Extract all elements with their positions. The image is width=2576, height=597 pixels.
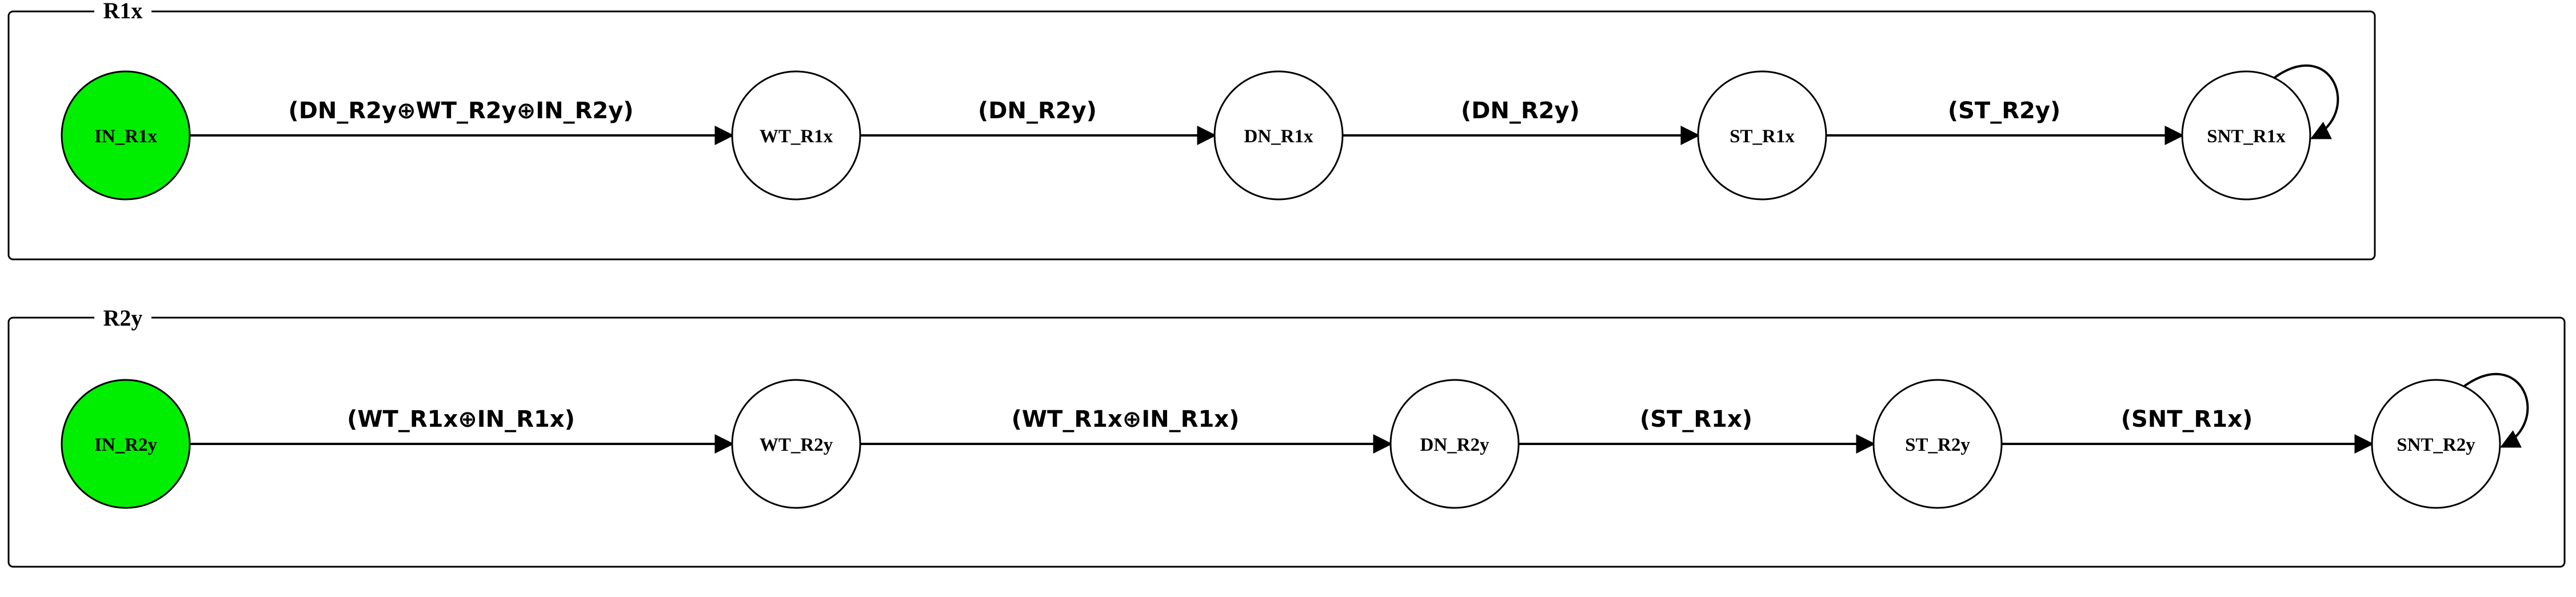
- state-label: SNT_R1x: [2207, 126, 2286, 147]
- state-label: DN_R2y: [1420, 435, 1489, 455]
- state-in_r1x: IN_R1x: [61, 70, 191, 201]
- frame-title-r2y: R2y: [103, 305, 143, 331]
- state-circle: [731, 70, 861, 201]
- transition-dn_r1x-to-st_r1x: (DN_R2y): [1343, 98, 1700, 145]
- machine-frame-r2y: R2y: [7, 305, 2566, 568]
- transition-label: (ST_R1x): [1640, 406, 1752, 432]
- state-snt_r2y: SNT_R2y: [2371, 372, 2529, 509]
- transition-label: (WT_R1x⊕IN_R1x): [1012, 406, 1240, 432]
- transition-label: (ST_R2y): [1948, 98, 2060, 124]
- state-circle: [1389, 379, 1520, 509]
- transition-st_r2y-to-snt_r2y: (SNT_R1x): [2002, 406, 2374, 454]
- state-label: WT_R2y: [760, 435, 833, 455]
- state-label: ST_R1x: [1730, 126, 1795, 147]
- state-label: IN_R1x: [94, 126, 158, 147]
- state-circle: [1213, 70, 1344, 201]
- transition-label: (DN_R2y⊕WT_R2y⊕IN_R2y): [288, 98, 633, 124]
- state-st_r2y: ST_R2y: [1872, 379, 2003, 509]
- state-snt_r1x: SNT_R1x: [2181, 64, 2339, 201]
- machine-frame-r1x: R1x: [7, 0, 2376, 261]
- state-wt_r1x: WT_R1x: [731, 70, 861, 201]
- state-label: ST_R2y: [1905, 435, 1970, 455]
- state-circle: [1697, 70, 1827, 201]
- frame-border-r1x: [7, 10, 2376, 261]
- state-dn_r1x: DN_R1x: [1213, 70, 1344, 201]
- self-loop-arrow: [2273, 64, 2339, 139]
- state-label: WT_R1x: [760, 126, 833, 147]
- state-circle: [1872, 379, 2003, 509]
- transition-label: (WT_R1x⊕IN_R1x): [347, 406, 575, 432]
- transition-in_r1x-to-wt_r1x: (DN_R2y⊕WT_R2y⊕IN_R2y): [190, 98, 734, 145]
- transitions-layer: (DN_R2y⊕WT_R2y⊕IN_R2y) (DN_R2y) (DN_R2y) (S…: [190, 98, 2374, 454]
- frame-title-mask-r2y: [94, 306, 151, 329]
- initial-state-circle: [61, 379, 191, 509]
- transition-in_r2y-to-wt_r2y: (WT_R1x⊕IN_R1x): [190, 406, 734, 454]
- state-label: SNT_R2y: [2397, 435, 2475, 455]
- state-in_r2y: IN_R2y: [61, 379, 191, 509]
- transition-wt_r1x-to-dn_r1x: (DN_R2y): [860, 98, 1217, 145]
- frame-title-mask-r1x: [94, 0, 151, 23]
- state-dn_r2y: DN_R2y: [1389, 379, 1520, 509]
- state-wt_r2y: WT_R2y: [731, 379, 861, 509]
- initial-state-circle: [61, 70, 191, 201]
- transition-label: (DN_R2y): [978, 98, 1097, 124]
- transition-label: (SNT_R1x): [2121, 406, 2253, 432]
- frame-title-r1x: R1x: [103, 0, 143, 23]
- state-st_r1x: ST_R1x: [1697, 70, 1827, 201]
- self-loop-arrow: [2462, 372, 2529, 448]
- frame-border-r2y: [7, 316, 2566, 568]
- state-label: IN_R2y: [94, 435, 158, 455]
- state-label: DN_R1x: [1244, 126, 1313, 147]
- transition-wt_r2y-to-dn_r2y: (WT_R1x⊕IN_R1x): [860, 406, 1393, 454]
- transition-st_r1x-to-snt_r1x: (ST_R2y): [1826, 98, 2184, 145]
- state-circle: [731, 379, 861, 509]
- transition-label: (DN_R2y): [1461, 98, 1580, 124]
- transition-dn_r2y-to-st_r2y: (ST_R1x): [1519, 406, 1876, 454]
